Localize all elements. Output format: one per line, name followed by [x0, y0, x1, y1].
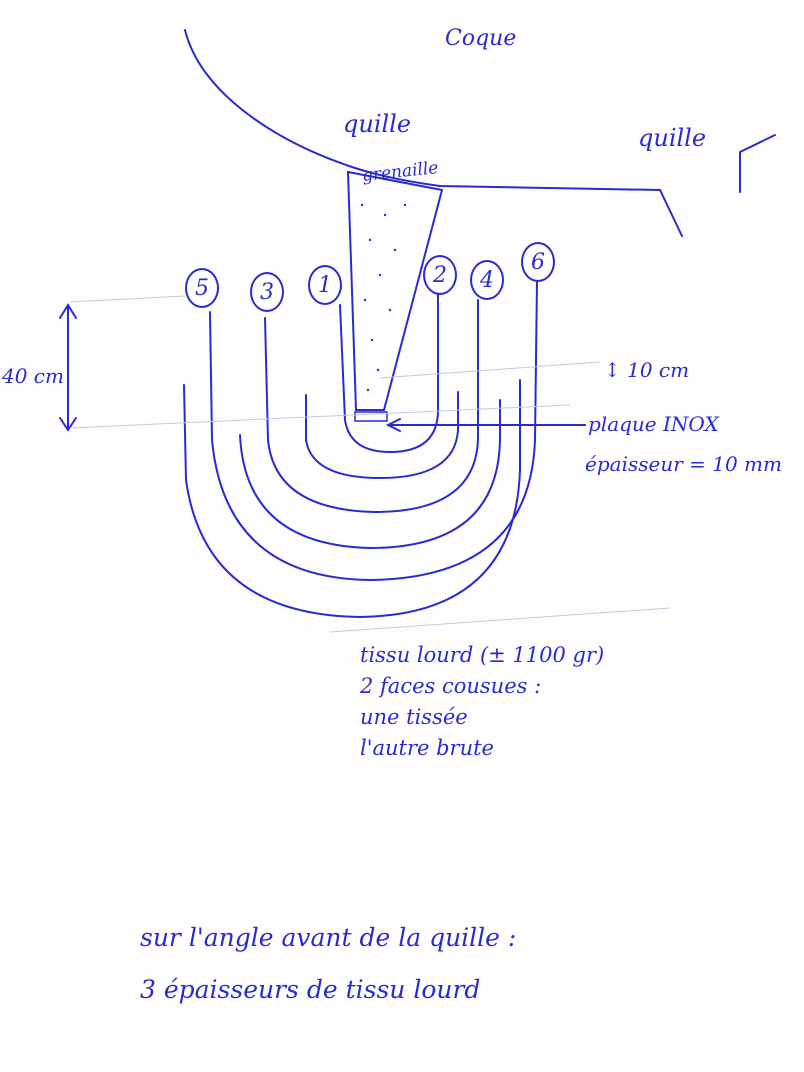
- plate-arrow: [385, 418, 586, 432]
- layer-marker-3: 3: [250, 272, 284, 312]
- fabric-note-line: une tissée: [360, 705, 468, 729]
- layer-marker-1: 1: [308, 265, 342, 305]
- bottom-note-line: 3 épaisseurs de tissu lourd: [140, 975, 481, 1004]
- fabric-note-line: tissu lourd (± 1100 gr): [360, 643, 605, 667]
- plate-label: plaque INOX: [588, 412, 719, 436]
- height-arrow: [59, 303, 77, 432]
- fabric-note: tissu lourd (± 1100 gr) 2 faces cousues …: [360, 640, 604, 764]
- layer-partial-b: [239, 399, 501, 550]
- guide-bottom: [69, 404, 571, 429]
- layer-marker-2: 2: [423, 255, 457, 295]
- layer-5: [209, 279, 538, 582]
- fabric-note-line: l'autre brute: [360, 736, 494, 760]
- keel-profile-right: [739, 134, 776, 193]
- bottom-note-line: sur l'angle avant de la quille :: [140, 923, 517, 952]
- layer-marker-5: 5: [185, 268, 219, 308]
- layer-partial-c: [183, 379, 521, 619]
- layer-partial-a: [305, 391, 459, 480]
- layer-marker-6: 6: [521, 242, 555, 282]
- hull-label: Coque: [445, 26, 517, 51]
- layer-3: [264, 299, 479, 514]
- hull-curve: [184, 29, 683, 237]
- keel-label: quille: [343, 110, 412, 138]
- inox-plate: [354, 411, 388, 422]
- thickness-label: épaisseur = 10 mm: [585, 452, 782, 476]
- keel-label-right: quille: [638, 124, 707, 152]
- guide-note: [329, 607, 671, 633]
- guide-10cm: [379, 361, 601, 379]
- keel: [346, 170, 444, 411]
- height-label: 40 cm: [2, 364, 64, 388]
- gap-label: ↕ 10 cm: [604, 358, 690, 382]
- layer-1: [339, 294, 439, 454]
- guide-top: [69, 295, 186, 303]
- bottom-note: sur l'angle avant de la quille : 3 épais…: [140, 912, 516, 1016]
- layer-marker-4: 4: [470, 260, 504, 300]
- fabric-note-line: 2 faces cousues :: [360, 674, 542, 698]
